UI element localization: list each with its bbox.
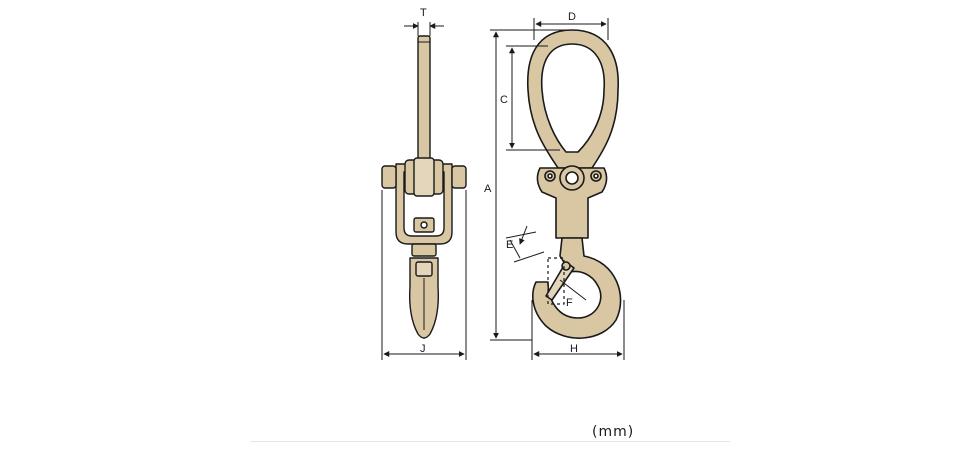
dim-label-t: T: [420, 7, 427, 19]
front-safety-latch: [545, 261, 575, 301]
dim-label-c: C: [500, 94, 508, 106]
dim-label-f: F: [566, 297, 573, 309]
bottom-rule: [250, 441, 730, 442]
front-hook: [532, 237, 622, 339]
dimensions: [381, 18, 625, 360]
dim-label-d: D: [568, 11, 576, 23]
side-view: [381, 35, 467, 339]
dim-label-a: A: [484, 183, 492, 195]
dim-label-h: H: [570, 343, 578, 355]
front-swivel-body: [536, 167, 608, 239]
front-view: [526, 29, 622, 339]
unit-label: (mm): [592, 424, 635, 440]
dim-label-j: J: [420, 343, 426, 355]
side-pin-left: [381, 165, 397, 189]
dim-label-e: E: [506, 239, 513, 251]
side-pin-right: [451, 165, 467, 189]
